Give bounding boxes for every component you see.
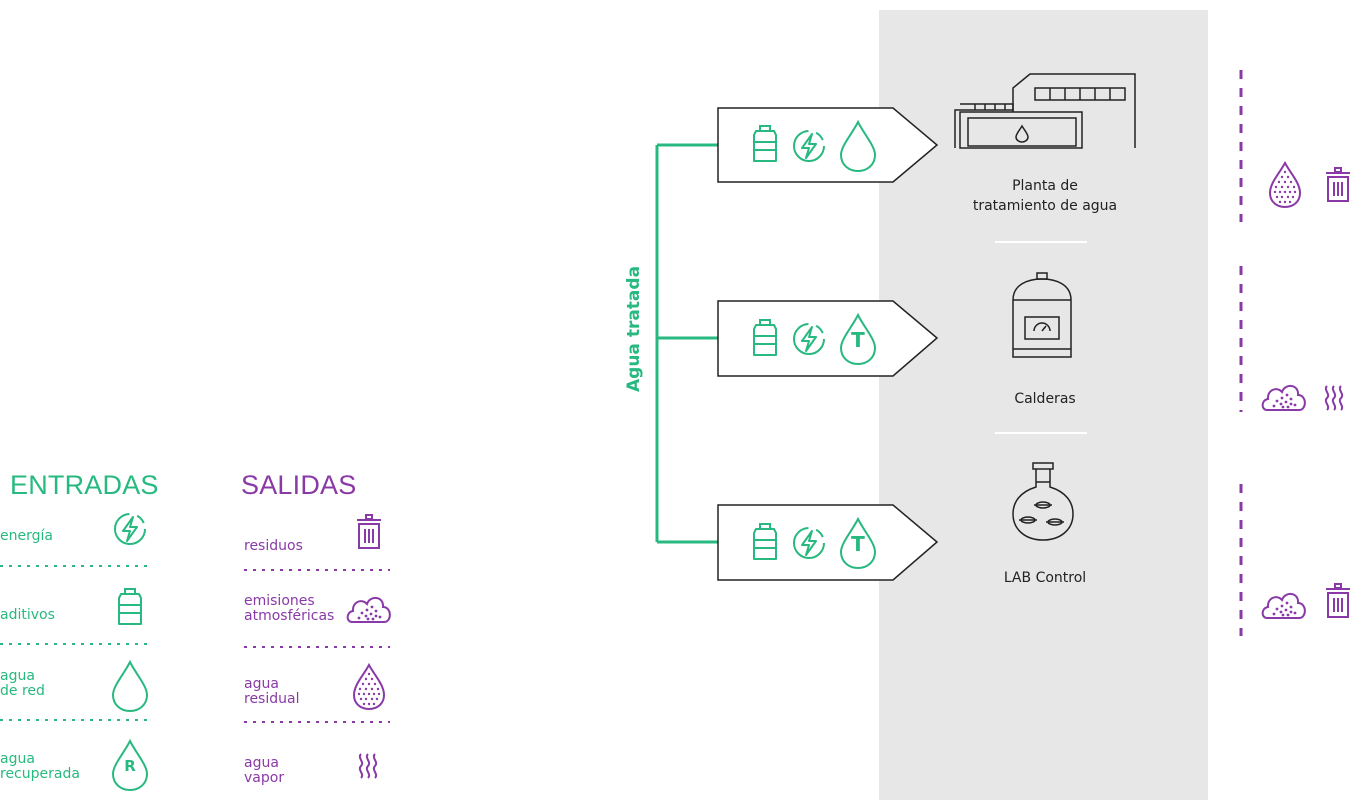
input-arrow-1: [717, 107, 939, 183]
node-label-lab: LAB Control: [1003, 570, 1087, 586]
legend-input-label: aditivos: [0, 607, 55, 623]
wastewater-drop-icon: [353, 664, 385, 710]
legend-divider: [244, 569, 390, 571]
legend-output-label: agua residual: [244, 676, 300, 707]
legend-divider: [0, 565, 152, 567]
treated-water-connector: [655, 143, 718, 544]
node-label-treatment-plant: Planta de tratamiento de agua: [972, 178, 1118, 214]
node-label-boilers: Calderas: [1014, 391, 1076, 407]
input-arrow-2: [717, 300, 939, 377]
legend-output-label: agua vapor: [244, 755, 285, 786]
steam-icon: [358, 753, 378, 779]
boiler-icon: [1012, 272, 1072, 358]
wastewater-drop-icon: [1269, 162, 1301, 208]
node-divider: [995, 241, 1087, 243]
input-arrow-3: [717, 504, 939, 581]
trash-bin-icon: [356, 514, 382, 549]
legend-input-label: energía: [0, 528, 53, 544]
lab-flask-icon: [1012, 462, 1074, 541]
treated-letter: T: [851, 532, 865, 556]
legend-inputs-title: ENTRADAS: [10, 470, 159, 500]
treated-letter: T: [851, 328, 865, 352]
legend-divider: [244, 646, 390, 648]
legend-divider: [0, 643, 152, 645]
legend-outputs-title: SALIDAS: [241, 470, 357, 500]
emission-cloud-icon: [346, 596, 391, 623]
steam-icon: [1324, 385, 1344, 411]
legend-input-label: agua recuperada: [0, 751, 80, 782]
lightning-icon: [114, 513, 146, 545]
legend-input-label: agua de red: [0, 668, 45, 699]
water-treatment-plant-icon: [954, 73, 1136, 149]
emission-cloud-icon: [1261, 384, 1306, 411]
recovered-letter: R: [124, 757, 136, 775]
legend-output-label: residuos: [244, 538, 303, 554]
treated-water-label: Agua tratada: [624, 265, 644, 392]
legend-output-label: emisiones atmosféricas: [244, 593, 335, 624]
legend-divider: [244, 721, 390, 723]
additive-bottle-icon: [118, 588, 142, 625]
water-drop-icon: [112, 661, 148, 712]
trash-bin-icon: [1325, 583, 1351, 618]
node-divider: [995, 432, 1087, 434]
trash-bin-icon: [1325, 167, 1351, 202]
legend-divider: [0, 719, 152, 721]
emission-cloud-icon: [1261, 592, 1306, 619]
